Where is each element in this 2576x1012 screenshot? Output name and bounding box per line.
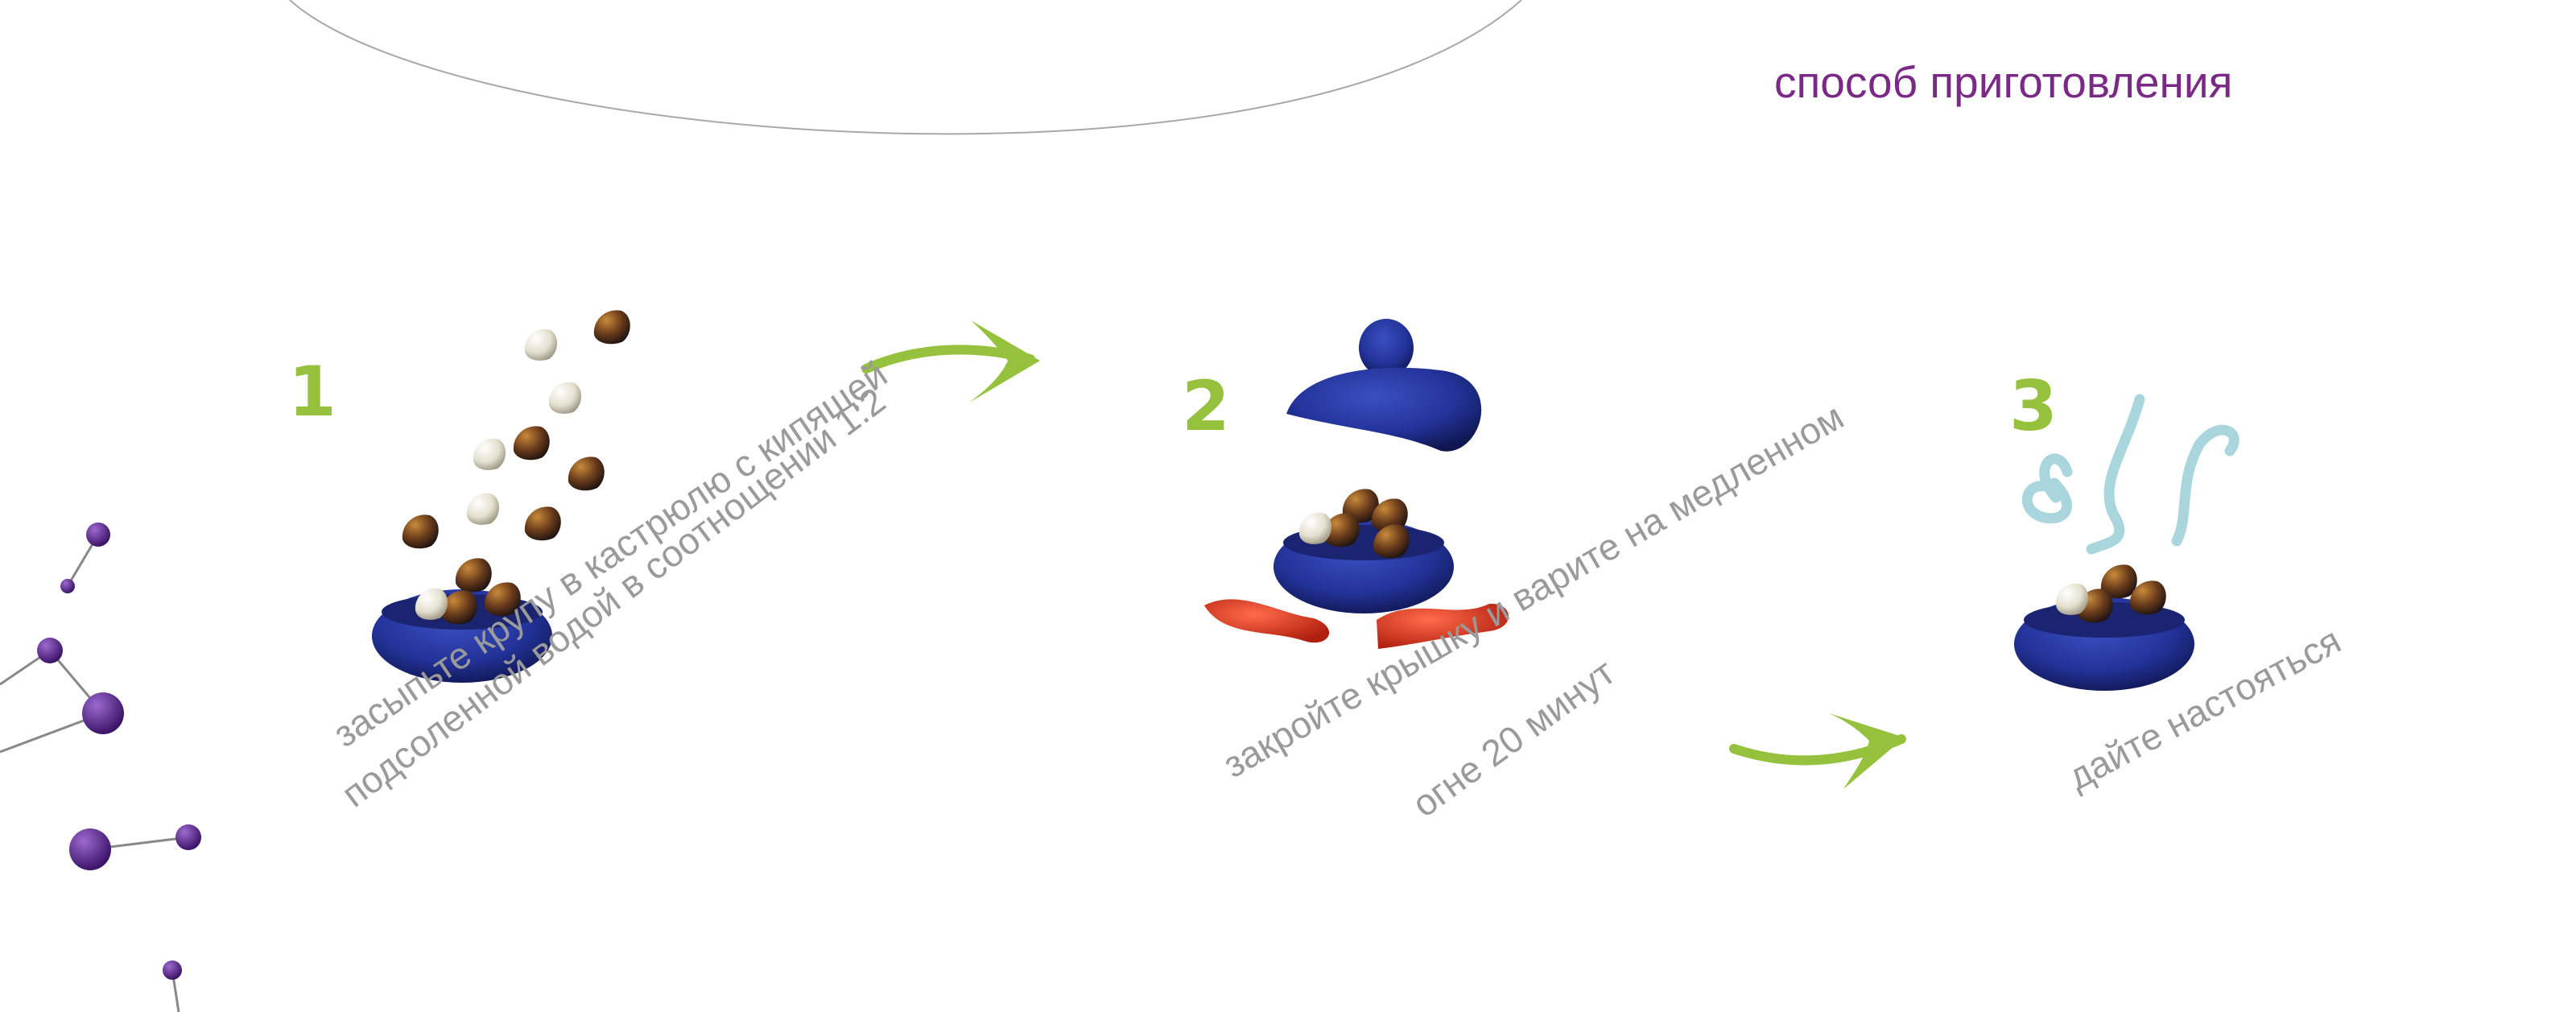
green-arrow-icon: [861, 320, 1040, 403]
green-arrow-icon: [1729, 713, 1906, 789]
steaming-pot-icon: [2014, 394, 2240, 691]
step-2-number: 2: [1182, 366, 1230, 447]
step-1-number: 1: [288, 352, 336, 432]
decorative-arc: [289, 0, 1522, 135]
page-title: способ приготовления: [1774, 57, 2233, 107]
covered-pot-on-fire-icon: [1204, 319, 1509, 649]
step-3-number: 3: [2009, 366, 2058, 447]
molecule-icon: [0, 523, 201, 1012]
